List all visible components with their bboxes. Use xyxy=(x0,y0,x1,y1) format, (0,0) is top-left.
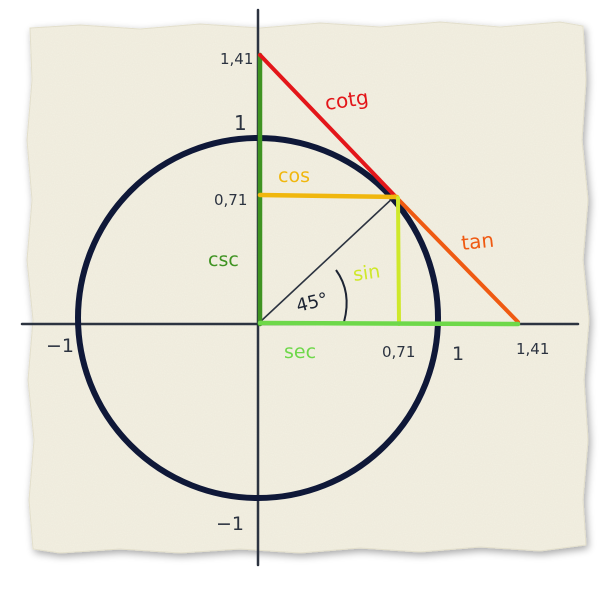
x-tick-label: 1 xyxy=(452,343,464,365)
x-tick-label: 0,71 xyxy=(382,343,415,361)
y-tick-label: 1,41 xyxy=(220,50,253,68)
csc-label: csc xyxy=(208,249,239,271)
sin-segment xyxy=(396,196,401,326)
tan-label: tan xyxy=(460,228,495,255)
paper-texture xyxy=(27,22,589,553)
sec-segment xyxy=(257,320,521,327)
x-tick-label: −1 xyxy=(46,335,74,357)
cos-segment xyxy=(257,192,400,200)
sec-label: sec xyxy=(284,341,316,363)
x-tick-label: 1,41 xyxy=(516,340,549,358)
angle-arc xyxy=(335,269,348,323)
sin-label: sin xyxy=(352,260,382,286)
y-tick-label: −1 xyxy=(216,513,244,535)
y-tick-label: 0,71 xyxy=(214,191,247,209)
tan-segment xyxy=(393,194,520,324)
y-tick-label: 1 xyxy=(234,111,247,135)
cos-label: cos xyxy=(278,165,310,187)
cotg-segment xyxy=(258,53,397,198)
radius-line xyxy=(259,195,396,323)
